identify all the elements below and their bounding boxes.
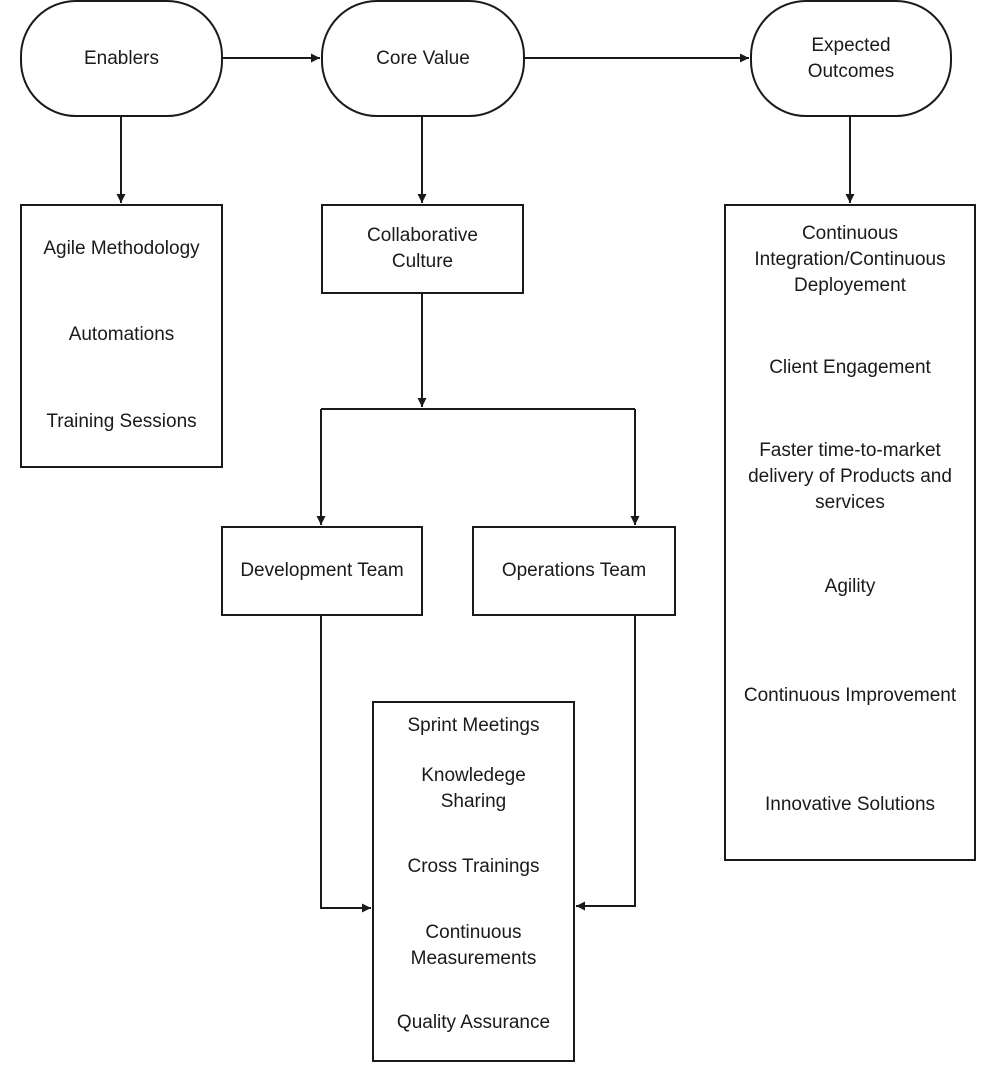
collaborative-culture: Collaborative Culture	[321, 204, 524, 294]
core-value-header: Core Value	[321, 0, 525, 117]
outcome-item-ci-cd: Continuous Integration/Continuous Deploy…	[724, 204, 976, 315]
arrow-operations-to-practices	[576, 615, 636, 911]
practice-item-quality-assurance: Quality Assurance	[372, 985, 575, 1062]
practice-item-cross-trainings: Cross Trainings	[372, 828, 575, 908]
practice-item-sprint-meetings: Sprint Meetings	[372, 701, 575, 751]
outcome-item-client-engagement: Client Engagement	[724, 313, 976, 424]
practice-item-knowledge-sharing: Knowledege Sharing	[372, 749, 575, 830]
enabler-item-agile-methodology: Agile Methodology	[20, 204, 223, 293]
enabler-item-automations: Automations	[20, 291, 223, 380]
outcome-item-agility: Agility	[724, 532, 976, 643]
outcome-item-innovative-solutions: Innovative Solutions	[724, 750, 976, 861]
outcome-item-faster-time-to-market: Faster time-to-market delivery of Produc…	[724, 422, 976, 534]
enabler-item-training-sessions: Training Sessions	[20, 378, 223, 468]
arrow-development-to-practices	[320, 615, 371, 913]
outcome-item-continuous-improvement: Continuous Improvement	[724, 641, 976, 752]
development-team: Development Team	[221, 526, 423, 616]
practice-item-continuous-measurements: Continuous Measurements	[372, 906, 575, 987]
expected-outcomes-header: Expected Outcomes	[750, 0, 952, 117]
enablers-header: Enablers	[20, 0, 223, 117]
operations-team: Operations Team	[472, 526, 676, 616]
